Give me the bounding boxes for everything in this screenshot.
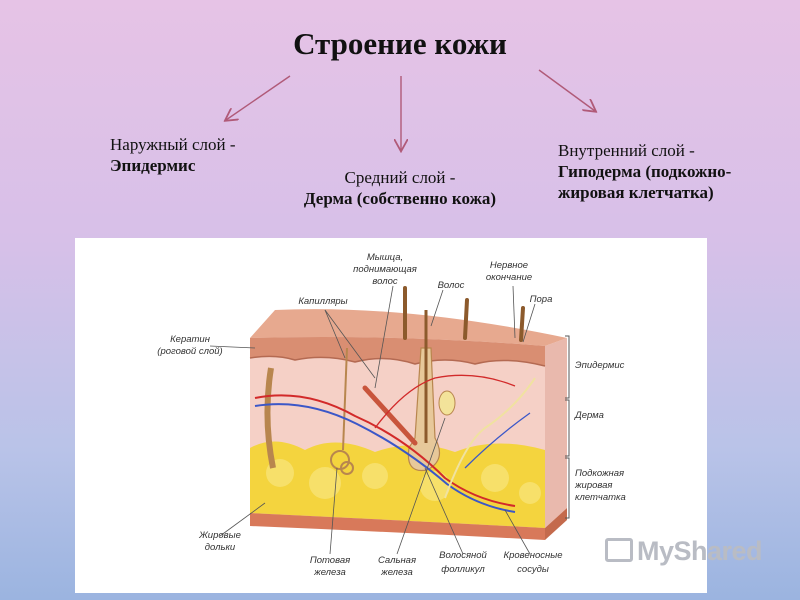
outer-layer-line2: Эпидермис <box>110 156 196 175</box>
sebaceous-gland <box>438 390 456 416</box>
inner-layer-line3: жировая клетчатка) <box>558 183 714 202</box>
watermark: MyShared <box>605 536 763 567</box>
label-fat-lobules-2: дольки <box>205 542 236 553</box>
label-hair-follicle-1: Волосяной <box>439 550 487 561</box>
label-sebaceous-gland-2: железа <box>380 567 413 578</box>
label-sebaceous-gland-1: Сальная <box>378 555 416 566</box>
label-blood-vessels-2: сосуды <box>517 564 549 575</box>
presentation-icon <box>605 537 633 562</box>
skin-cross-section: Кератин (роговой слой) Капилляры Мышца, … <box>157 252 626 578</box>
sweat-gland <box>330 450 350 470</box>
label-muscle-3: волос <box>372 276 397 287</box>
label-muscle-1: Мышца, <box>367 252 403 263</box>
inner-layer-line2: Гиподерма (подкожно- <box>558 162 732 181</box>
label-hypodermis-2: жировая <box>574 480 613 491</box>
epidermis-band <box>250 337 545 366</box>
nerve-fibre <box>444 377 536 499</box>
layer-brackets <box>565 335 570 519</box>
label-hypodermis-3: клетчатка <box>575 492 626 503</box>
label-nerve-1: Нервное <box>490 260 528 271</box>
label-hair-follicle-2: фолликул <box>441 564 485 575</box>
arrow-left <box>226 75 291 120</box>
label-hair: Волос <box>438 280 465 291</box>
blood-vessel-red <box>254 394 516 507</box>
block-top-face <box>250 309 567 346</box>
label-middle-layer: Средний слой - Дерма (собственно кожа) <box>280 167 520 209</box>
skin-diagram-panel: Кератин (роговой слой) Капилляры Мышца, … <box>75 238 707 593</box>
outer-layer-line1: Наружный слой - <box>110 135 236 154</box>
hypodermis-fat <box>250 441 545 528</box>
label-capillaries: Капилляры <box>298 296 347 307</box>
label-inner-layer: Внутренний слой - Гиподерма (подкожно- ж… <box>558 140 731 203</box>
label-nerve-2: окончание <box>486 272 532 283</box>
label-keratin-1: Кератин <box>170 334 211 345</box>
label-keratin-2: (роговой слой) <box>157 346 222 357</box>
bottom-layer <box>250 513 545 540</box>
inner-layer-line1: Внутренний слой - <box>558 141 695 160</box>
watermark-text: MyShared <box>637 536 763 566</box>
label-outer-layer: Наружный слой - Эпидермис <box>110 134 236 176</box>
label-muscle-2: поднимающая <box>353 264 417 275</box>
blood-vessel-blue <box>254 403 516 513</box>
label-fat-lobules-1: Жировые <box>198 530 241 541</box>
label-epidermis: Эпидермис <box>575 360 625 371</box>
block-side-face <box>545 338 567 528</box>
label-hypodermis-1: Подкожная <box>575 468 624 479</box>
leader-lines <box>209 285 536 555</box>
middle-layer-line1: Средний слой - <box>344 168 456 187</box>
middle-layer-line2: Дерма (собственно кожа) <box>303 189 497 208</box>
label-blood-vessels-1: Кровеносные <box>504 550 563 561</box>
page-title: Строение кожи <box>293 26 507 61</box>
label-sweat-gland-1: Потовая <box>310 555 350 566</box>
label-dermis: Дерма <box>574 410 604 421</box>
label-pore: Пора <box>530 294 553 305</box>
label-sweat-gland-2: железа <box>313 567 346 578</box>
arrow-right <box>538 69 595 111</box>
